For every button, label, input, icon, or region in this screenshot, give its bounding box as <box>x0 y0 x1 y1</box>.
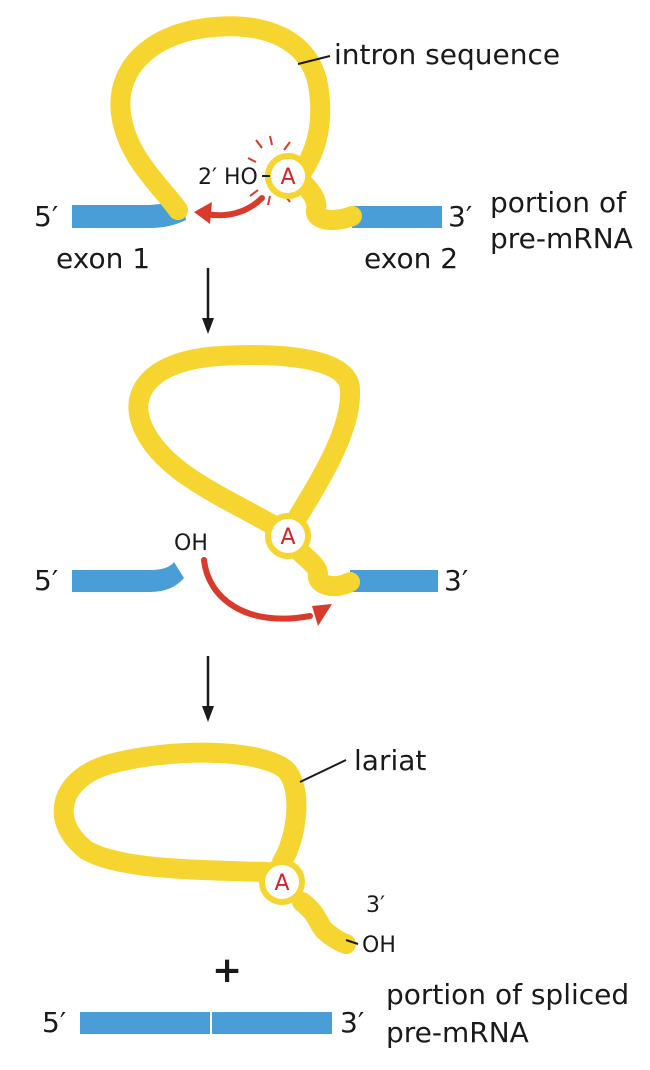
plus-sign: + <box>212 950 242 991</box>
two-prime-ho-label: 2′ HO <box>198 165 258 190</box>
adenine-label: A <box>280 165 295 190</box>
exon-2-bar-step2 <box>350 570 438 592</box>
three-prime-label-3: 3′ <box>340 1006 364 1039</box>
exon-1-bar <box>72 198 186 228</box>
attack-arrow-2-head <box>312 604 332 626</box>
five-prime-label-3: 5′ <box>42 1006 66 1039</box>
spliced-exon-1 <box>80 1012 210 1034</box>
adenine-circle-step2 <box>265 513 311 559</box>
pre-mrna-label-3: pre-mRNA <box>386 1016 529 1049</box>
lariat-tail <box>292 892 356 954</box>
exon-1-cut-bar <box>72 562 184 592</box>
adenine-label-step2: A <box>280 525 295 550</box>
step-arrow-2 <box>202 656 214 722</box>
intron-tail-step2 <box>286 538 360 597</box>
portion-of-label-1: portion of <box>490 186 627 219</box>
five-prime-label-1: 5′ <box>34 200 58 233</box>
intron-loop <box>110 16 331 220</box>
lariat-loop <box>53 742 307 882</box>
portion-of-spliced-label: portion of spliced <box>386 978 629 1011</box>
lariat-label: lariat <box>354 744 426 777</box>
attack-arrow-2 <box>201 557 313 622</box>
oh-label-lariat: OH <box>362 933 396 958</box>
step-2-intermediate: A OH 5′ 3′ <box>34 345 468 626</box>
spliced-exon-2 <box>212 1012 332 1034</box>
three-prime-label-2: 3′ <box>444 564 468 597</box>
exon-2-label: exon 2 <box>364 242 458 275</box>
step-3-products: A lariat 3′ OH + 5′ 3′ portion of splice… <box>42 742 629 1049</box>
intron-tail <box>290 170 362 230</box>
intron-sequence-label: intron sequence <box>334 38 560 71</box>
adenine-circle-step3 <box>259 859 305 905</box>
intron-leader-line <box>297 55 331 65</box>
step-1-pre-mrna: A 2′ HO intron sequence 5′ 3′ exon 1 exo… <box>34 16 633 275</box>
attack-arrow-1-head <box>194 202 212 224</box>
three-prime-label-1: 3′ <box>448 200 472 233</box>
step-arrow-1 <box>202 268 214 334</box>
attack-arrow-1 <box>203 195 265 219</box>
pre-mrna-label-1: pre-mRNA <box>490 222 633 255</box>
adenine-label-step3: A <box>274 871 289 896</box>
three-prime-label-lariat: 3′ <box>366 893 385 918</box>
exon-2-bar <box>352 206 442 228</box>
intron-loop-step2 <box>128 345 361 538</box>
oh-bond-line <box>345 939 359 945</box>
exon-1-label: exon 1 <box>56 242 150 275</box>
five-prime-label-2: 5′ <box>34 564 58 597</box>
oh-label-step2: OH <box>174 531 208 556</box>
lariat-leader-line <box>299 759 347 783</box>
